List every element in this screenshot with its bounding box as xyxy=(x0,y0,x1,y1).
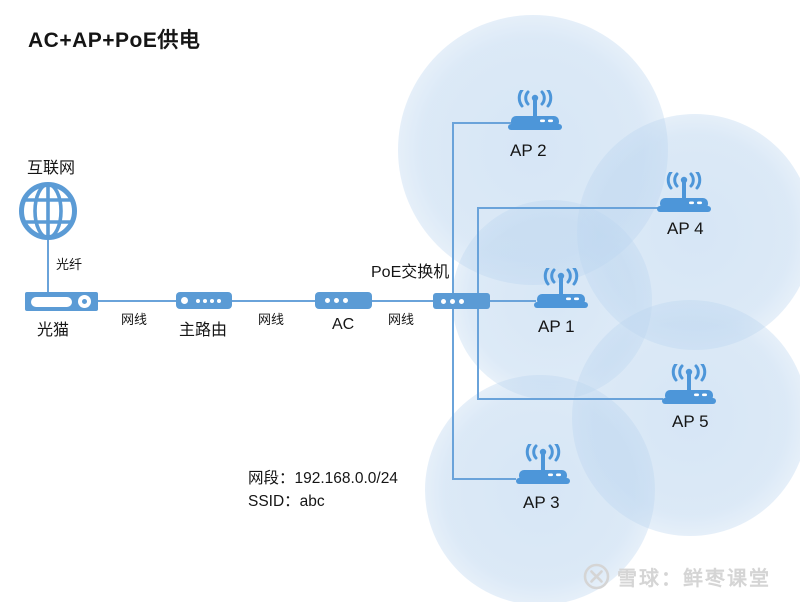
cable-router-ac xyxy=(232,300,315,302)
internet-globe-icon xyxy=(19,182,77,240)
wireless-ap-icon-3 xyxy=(516,444,570,484)
xueqiu-logo-icon xyxy=(583,563,610,590)
ethernet-label-1: 网线 xyxy=(121,312,148,327)
cable-switch-ap4-h xyxy=(477,207,658,209)
modem-label: 光猫 xyxy=(37,322,70,339)
cable-modem-router xyxy=(98,300,176,302)
router-label: 主路由 xyxy=(179,322,228,339)
cable-ac-switch xyxy=(372,300,433,302)
poe-switch-device xyxy=(433,293,490,309)
modem-port-icon xyxy=(78,295,91,308)
fiber-label: 光纤 xyxy=(56,257,83,272)
modem-device xyxy=(25,292,98,311)
fiber-line xyxy=(47,239,49,292)
ap4-label: AP 4 xyxy=(667,219,704,238)
wireless-ap-icon-4 xyxy=(657,172,711,212)
ac-device xyxy=(315,292,372,309)
cable-switch-ap2-v xyxy=(452,122,454,293)
cable-switch-ap3-v xyxy=(452,309,454,479)
cable-switch-ap4-v xyxy=(477,207,479,293)
watermark: 雪球：鲜枣课堂 xyxy=(583,562,771,591)
wireless-ap-icon-5 xyxy=(662,364,716,404)
ssid-text: SSID：abc xyxy=(248,493,325,510)
internet-label: 互联网 xyxy=(27,160,76,177)
ap1-label: AP 1 xyxy=(538,317,575,336)
switch-label: PoE交换机 xyxy=(371,264,450,281)
network-info: 网段：192.168.0.0/24 SSID：abc xyxy=(248,467,398,513)
wireless-ap-icon-1 xyxy=(534,268,588,308)
ap2-label: AP 2 xyxy=(510,141,547,160)
ethernet-label-2: 网线 xyxy=(258,312,285,327)
network-segment-text: 网段：192.168.0.0/24 xyxy=(248,470,398,487)
ap3-label: AP 3 xyxy=(523,493,560,512)
ac-label: AC xyxy=(332,316,355,333)
cable-switch-ap3-h xyxy=(452,478,516,480)
cable-switch-ap5-v xyxy=(477,309,479,399)
cable-switch-ap5-h xyxy=(477,398,663,400)
page-title: AC+AP+PoE供电 xyxy=(28,29,201,52)
ethernet-label-3: 网线 xyxy=(388,312,415,327)
wireless-ap-icon-2 xyxy=(508,90,562,130)
modem-display xyxy=(31,296,72,307)
router-device xyxy=(176,292,232,309)
ap5-label: AP 5 xyxy=(672,412,709,431)
watermark-text: 雪球：鲜枣课堂 xyxy=(617,568,771,590)
